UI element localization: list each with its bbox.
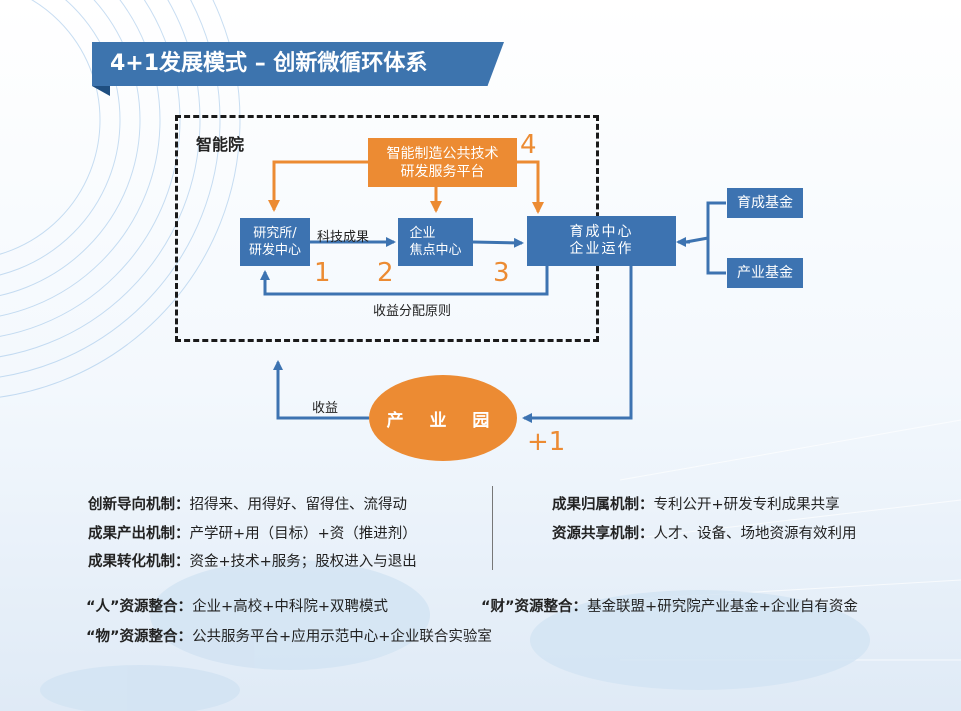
institute-line-2: 研发中心 xyxy=(248,243,301,258)
enterprise-line-1: 企业 xyxy=(409,226,436,241)
step-number-1: 1 xyxy=(314,258,331,288)
mechanism-row: 成果归属机制：专利公开+研发专利成果共享 xyxy=(552,493,840,514)
resource-text: 企业+高校+中科院+双聘模式 xyxy=(192,599,389,615)
mechanism-row: 成果转化机制：资金+技术+服务；股权进入与退出 xyxy=(88,550,417,571)
incubator-node: 育成中心企业运作 xyxy=(527,216,676,266)
platform-line-2: 研发服务平台 xyxy=(400,163,485,180)
step-number-4: 4 xyxy=(520,130,537,160)
resource-text: 基金联盟+研究院产业基金+企业自有资金 xyxy=(587,599,858,615)
step-number-3: 3 xyxy=(493,258,510,288)
mechanism-text: 招得来、用得好、留得住、流得动 xyxy=(189,497,408,513)
mechanism-label: 资源共享机制： xyxy=(552,526,654,542)
enterprise-node: 企业焦点中心 xyxy=(398,218,473,266)
arrow-platform-to-incubator xyxy=(517,160,544,214)
mechanism-label: 创新导向机制： xyxy=(88,497,190,513)
incubator-line-2: 企业运作 xyxy=(569,241,634,257)
mechanism-text: 专利公开+研发专利成果共享 xyxy=(653,497,840,513)
funds-bracket xyxy=(685,201,726,275)
mechanism-row: 创新导向机制：招得来、用得好、留得住、流得动 xyxy=(88,493,407,514)
resource-row: “人”资源整合：企业+高校+中科院+双聘模式 xyxy=(86,595,388,616)
incubator-line-1: 育成中心 xyxy=(569,224,634,240)
resource-row: “财”资源整合：基金联盟+研究院产业基金+企业自有资金 xyxy=(481,595,858,616)
platform-node: 智能制造公共技术研发服务平台 xyxy=(368,138,517,187)
resource-row: “物”资源整合：公共服务平台+应用示范中心+企业联合实验室 xyxy=(86,625,492,646)
smart-institute-label: 智能院 xyxy=(196,135,245,154)
resource-label: “财”资源整合： xyxy=(481,599,588,615)
institute-node: 研究所/研发中心 xyxy=(240,218,310,266)
step-number-2: 2 xyxy=(377,258,394,288)
mechanism-row: 资源共享机制：人才、设备、场地资源有效利用 xyxy=(552,522,857,543)
tech-results-label: 科技成果 xyxy=(317,230,370,245)
mechanism-text: 产学研+用（目标）+资（推进剂） xyxy=(189,526,417,542)
industry-fund-node: 产业基金 xyxy=(727,258,803,288)
mechanism-text: 资金+技术+服务；股权进入与退出 xyxy=(189,554,417,570)
mechanism-text: 人才、设备、场地资源有效利用 xyxy=(653,526,857,542)
mechanism-divider xyxy=(492,486,493,570)
resource-label: “人”资源整合： xyxy=(86,599,193,615)
incubation-fund-node: 育成基金 xyxy=(727,188,803,218)
mechanism-label: 成果转化机制： xyxy=(88,554,190,570)
plus-one-label: +1 xyxy=(527,427,566,457)
arrow-park-to-institute xyxy=(273,360,369,420)
mechanism-label: 成果产出机制： xyxy=(88,526,190,542)
arrow-platform-to-institute xyxy=(268,160,368,212)
arrow-incubator-to-park xyxy=(522,266,633,423)
industrial-park-node: 产 业 园 xyxy=(369,375,517,461)
resource-text: 公共服务平台+应用示范中心+企业联合实验室 xyxy=(192,629,492,645)
arrow-incubator-to-institute xyxy=(260,266,549,296)
resource-label: “物”资源整合： xyxy=(86,629,193,645)
title-banner-fold xyxy=(92,86,110,96)
institute-line-1: 研究所/ xyxy=(253,226,297,241)
enterprise-line-2: 焦点中心 xyxy=(409,243,462,258)
profit-label: 收益 xyxy=(312,401,339,416)
page-title: 4+1发展模式 – 创新微循环体系 xyxy=(92,42,504,86)
mechanism-row: 成果产出机制：产学研+用（目标）+资（推进剂） xyxy=(88,522,417,543)
arrow-enterprise-to-incubator xyxy=(472,237,524,248)
mechanism-label: 成果归属机制： xyxy=(552,497,654,513)
platform-line-1: 智能制造公共技术 xyxy=(386,145,499,162)
profit-distribution-label: 收益分配原则 xyxy=(373,304,452,319)
